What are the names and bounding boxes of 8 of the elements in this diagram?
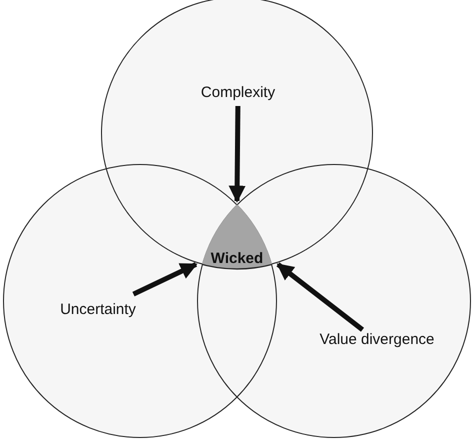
region-label: Wicked (210, 250, 264, 268)
circle-label: Complexity (200, 84, 276, 102)
circle-label: Value divergence (318, 331, 436, 349)
circle-label: Uncertainty (59, 301, 137, 319)
shaded-intersection-region (199, 204, 275, 270)
arrow (132, 262, 198, 296)
arrow (228, 106, 246, 203)
arrow (276, 262, 364, 332)
